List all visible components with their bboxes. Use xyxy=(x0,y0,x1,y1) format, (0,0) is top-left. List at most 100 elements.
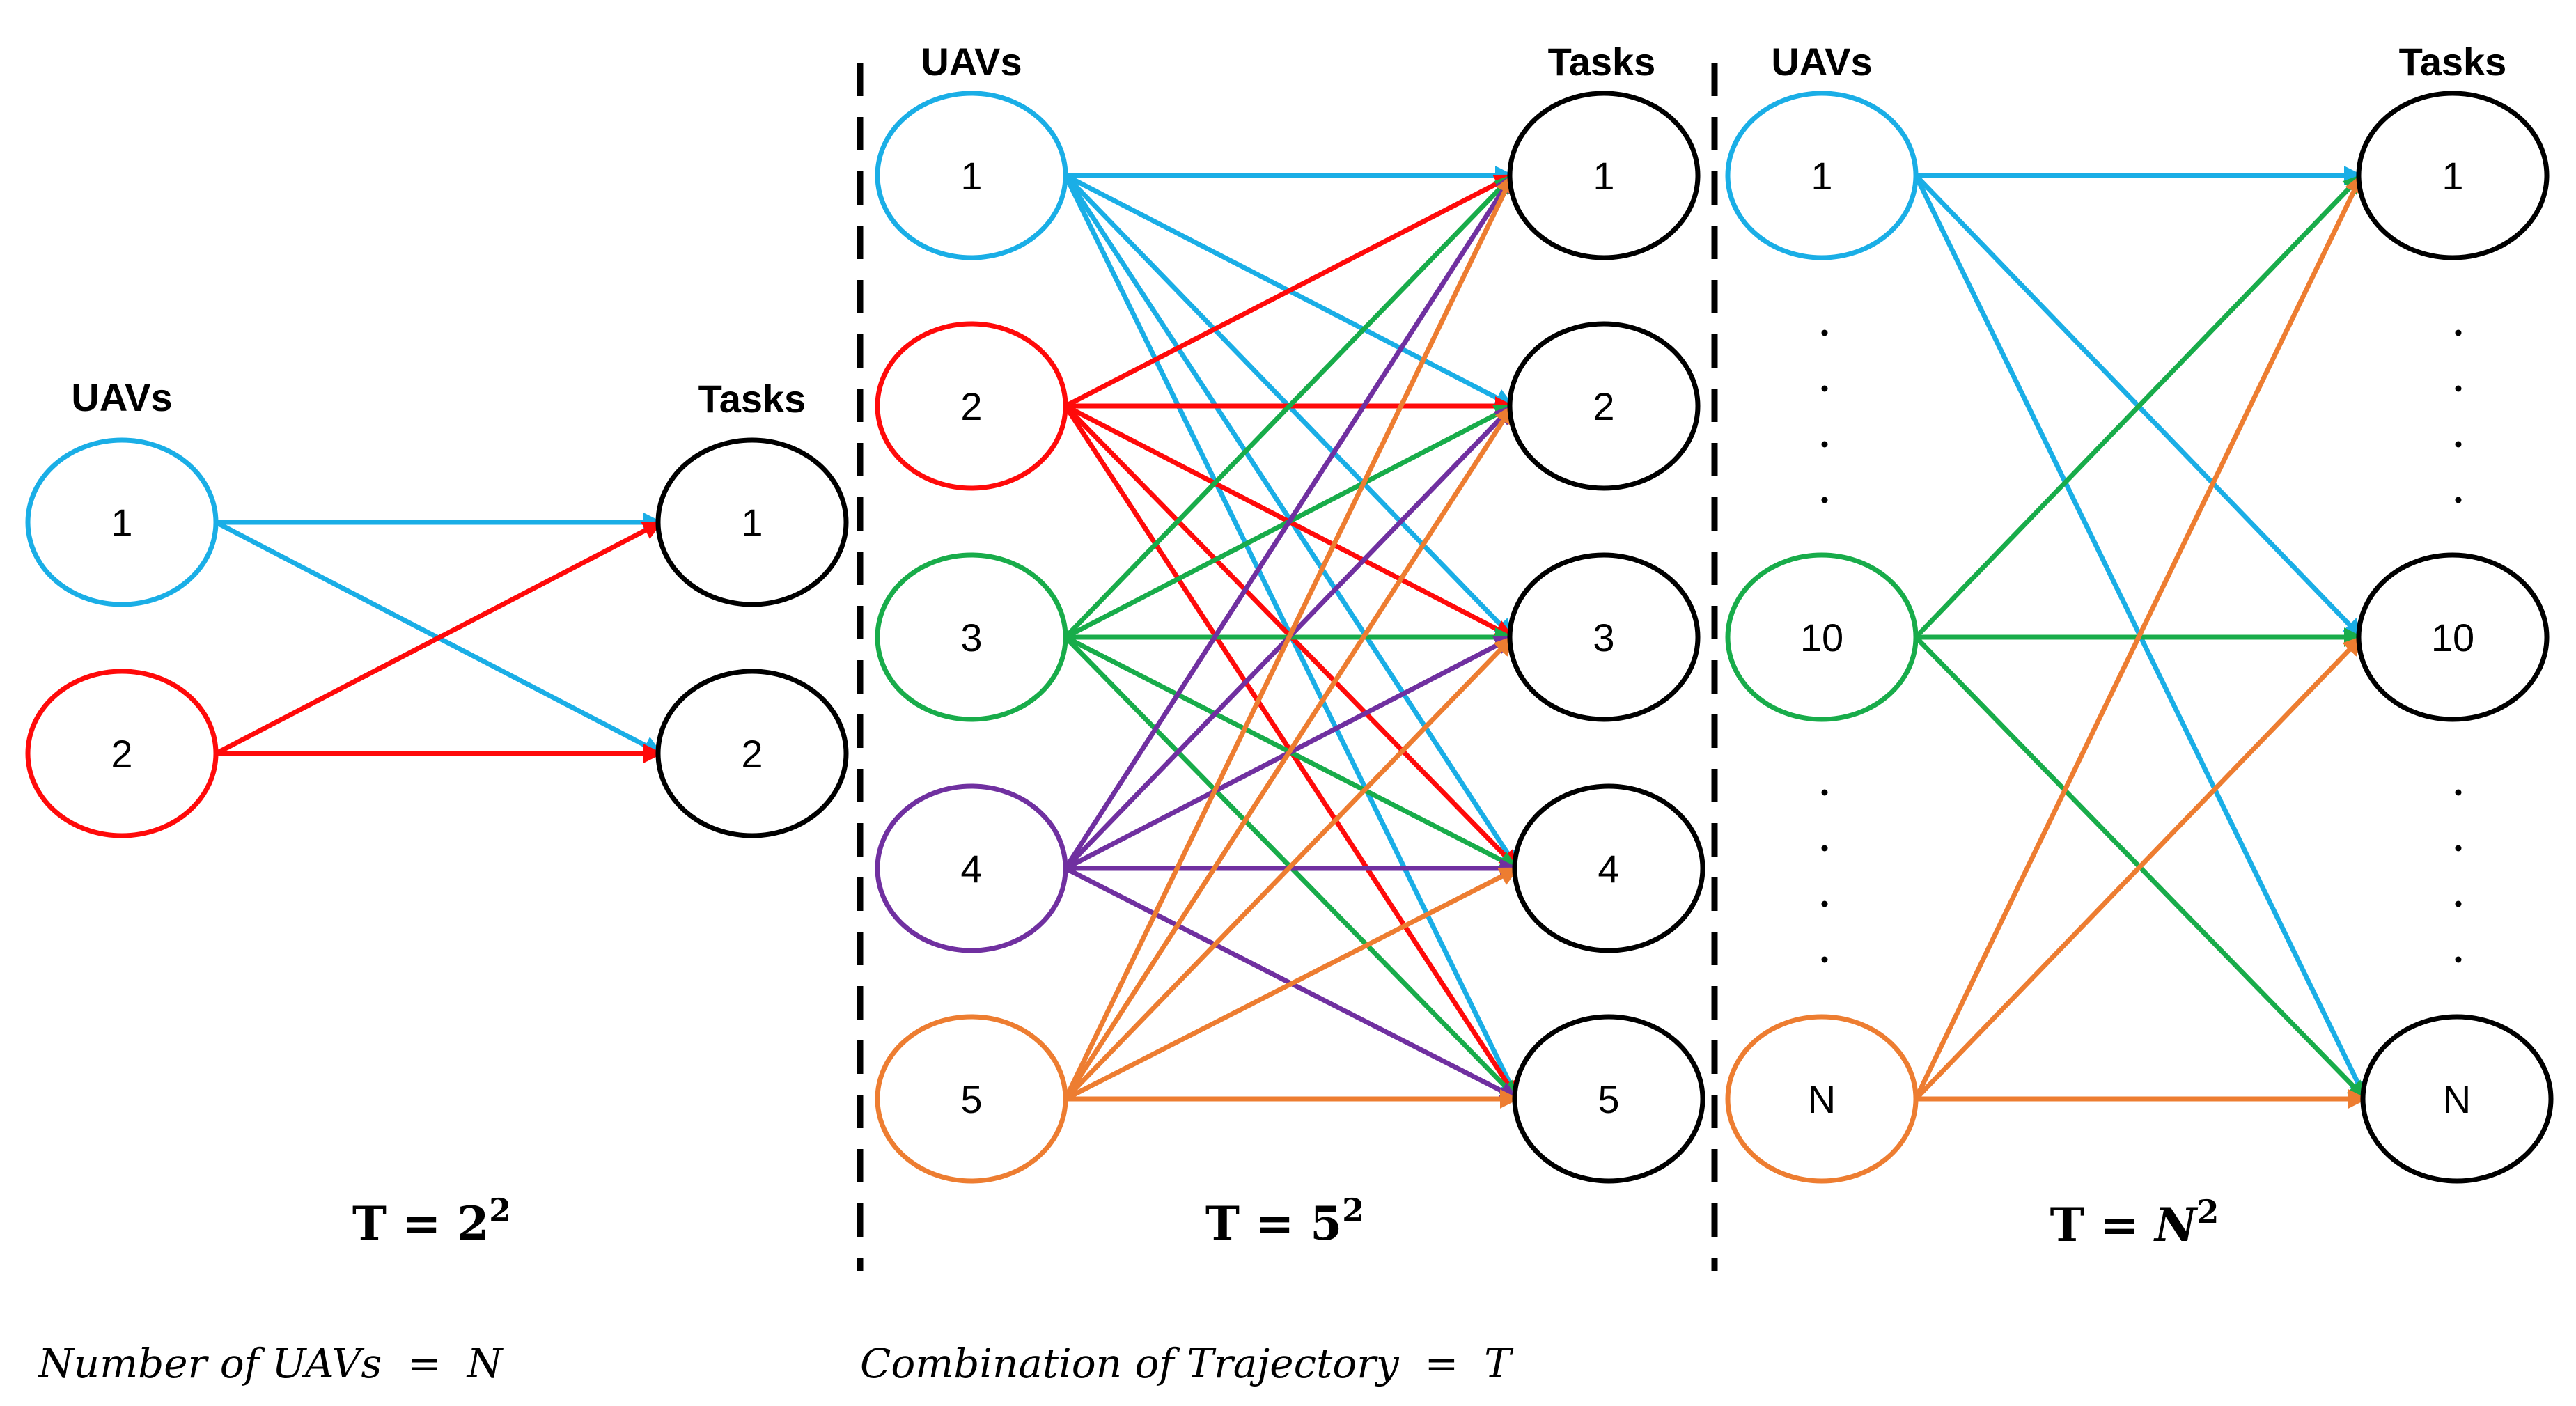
task-node: 5 xyxy=(1512,1014,1705,1184)
uav-node-label: 4 xyxy=(960,847,982,891)
assignment-arrow xyxy=(1913,173,2364,1100)
formula-exponent: 2 xyxy=(2196,1193,2219,1231)
task-node-label: 2 xyxy=(741,732,763,776)
uav-node: 5 xyxy=(875,1014,1068,1184)
uav-node-circle xyxy=(875,321,1068,491)
task-node-circle xyxy=(1512,783,1705,953)
uav-node-label: 5 xyxy=(960,1077,982,1121)
assignment-arrow xyxy=(1064,866,1520,1102)
task-node-label: 1 xyxy=(2442,154,2463,198)
uav-node-circle xyxy=(875,1014,1068,1184)
uav-node-circle xyxy=(1725,552,1919,722)
uav-node-circle xyxy=(25,669,219,838)
uav-node: 2 xyxy=(875,321,1068,491)
uav-node-circle xyxy=(1725,1014,1919,1184)
formula-base: 5 xyxy=(1310,1196,1342,1251)
task-node: 1 xyxy=(1507,91,1701,260)
task-node: 2 xyxy=(1507,321,1701,491)
footer-uav-count: Number of UAVs = N xyxy=(37,1340,504,1387)
assignment-arrow xyxy=(1914,635,2364,1101)
panel-3-formula: T = N2 xyxy=(2050,1193,2219,1252)
assignment-arrow xyxy=(214,520,663,756)
assignment-arrow xyxy=(1063,173,1515,870)
formula-base: 2 xyxy=(457,1196,489,1251)
task-node-label: 5 xyxy=(1598,1077,1619,1121)
task-node-circle xyxy=(1507,552,1701,722)
uav-node-circle xyxy=(25,437,219,607)
uav-node-label: 3 xyxy=(960,616,982,659)
task-node-circle xyxy=(655,669,849,838)
task-node-label: 1 xyxy=(1593,154,1614,198)
uav-node-circle xyxy=(1725,91,1919,260)
panel-2: UAVs Tasks 1 2 3 4 5 1 2 xyxy=(875,40,1705,1251)
assignment-arrow xyxy=(1064,173,1515,409)
uav-node-label: 2 xyxy=(960,384,982,428)
task-ellipsis-lower xyxy=(2455,789,2462,963)
uav-node-label: 1 xyxy=(960,154,982,198)
formula-exponent: 2 xyxy=(1342,1192,1364,1229)
assignment-arrow xyxy=(1063,404,1515,1100)
formula-base: N xyxy=(2153,1198,2199,1252)
task-node: 10 xyxy=(2356,552,2550,722)
panel-1-formula: T = 22 xyxy=(352,1192,511,1251)
uav-node: 2 xyxy=(25,669,219,838)
task-node-circle xyxy=(655,437,849,607)
panel-3-uav-header: UAVs xyxy=(1771,40,1872,84)
assignment-arrow xyxy=(1063,635,1515,1101)
uav-node: 1 xyxy=(875,91,1068,260)
panel-3-task-header: Tasks xyxy=(2399,40,2507,84)
footer-trajectory-combination: Combination of Trajectory = T xyxy=(860,1340,1514,1387)
formula-exponent: 2 xyxy=(489,1192,511,1229)
uav-ellipsis-lower xyxy=(1821,789,1828,963)
uav-node-circle xyxy=(875,91,1068,260)
assignment-arrow xyxy=(1063,173,1515,639)
task-node: 4 xyxy=(1512,783,1705,953)
panel-2-uav-header: UAVs xyxy=(921,40,1022,84)
task-node-label: N xyxy=(2443,1077,2471,1121)
task-node-circle xyxy=(2360,1014,2554,1184)
uav-node-label: 2 xyxy=(111,732,132,776)
task-node-label: 4 xyxy=(1598,847,1619,891)
edges-layer xyxy=(214,166,2368,1109)
panel-3: UAVs Tasks 1 10 N 1 10 N xyxy=(1725,40,2554,1252)
uav-node: 10 xyxy=(1725,552,1919,722)
uav-node-label: 1 xyxy=(111,501,132,545)
task-node: N xyxy=(2360,1014,2554,1184)
task-node: 3 xyxy=(1507,552,1701,722)
panel-1: UAVs Tasks 1 2 1 2 T = 22 xyxy=(25,375,849,1251)
uav-node-label: N xyxy=(1808,1077,1836,1121)
uav-node-label: 10 xyxy=(1800,616,1843,659)
task-node-circle xyxy=(1507,321,1701,491)
panel-2-task-header: Tasks xyxy=(1548,40,1656,84)
uav-node-label: 1 xyxy=(1811,154,1832,198)
panel-1-uav-header: UAVs xyxy=(71,375,172,419)
task-node-circle xyxy=(1507,91,1701,260)
uav-node: 1 xyxy=(1725,91,1919,260)
uav-node-circle xyxy=(875,552,1068,722)
assignment-arrow xyxy=(1914,173,2364,639)
task-node-label: 3 xyxy=(1593,616,1614,659)
formula-lhs: T = xyxy=(352,1196,457,1251)
task-node-circle xyxy=(2356,552,2550,722)
assignment-arrow xyxy=(1063,173,1515,1100)
task-node-label: 2 xyxy=(1593,384,1614,428)
uav-node: 3 xyxy=(875,552,1068,722)
uav-node: 1 xyxy=(25,437,219,607)
task-node-label: 1 xyxy=(741,501,763,545)
uav-ellipsis-upper xyxy=(1821,329,1828,503)
uav-node: 4 xyxy=(875,783,1068,953)
task-node: 2 xyxy=(655,669,849,838)
uav-node-circle xyxy=(875,783,1068,953)
uav-node: N xyxy=(1725,1014,1919,1184)
formula-lhs: T = xyxy=(1205,1196,1310,1251)
task-node: 1 xyxy=(2356,91,2550,260)
formula-lhs: T = xyxy=(2050,1198,2155,1252)
task-node-circle xyxy=(2356,91,2550,260)
task-ellipsis-upper xyxy=(2455,329,2462,503)
task-node-circle xyxy=(1512,1014,1705,1184)
panel-1-task-header: Tasks xyxy=(698,377,806,421)
task-node-label: 10 xyxy=(2431,616,2474,659)
panel-2-formula: T = 52 xyxy=(1205,1192,1364,1251)
task-node: 1 xyxy=(655,437,849,607)
